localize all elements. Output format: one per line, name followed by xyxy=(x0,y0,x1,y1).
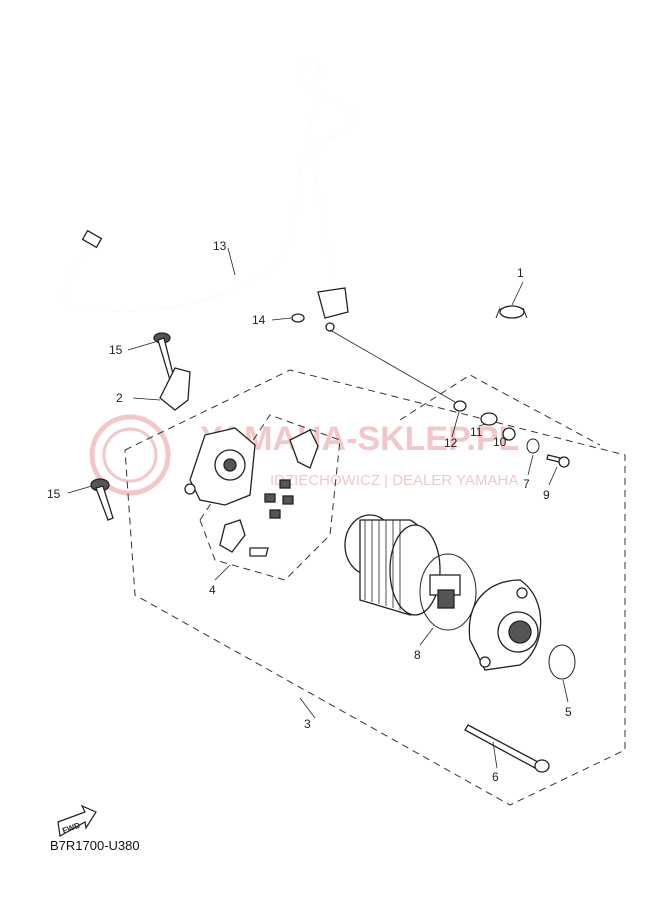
brush-springs xyxy=(264,479,294,519)
callout-5: 5 xyxy=(565,705,572,719)
bolt-15-upper xyxy=(153,332,175,381)
callout-12: 12 xyxy=(444,436,458,450)
callout-13: 13 xyxy=(213,239,227,253)
o-ring-5 xyxy=(548,644,576,680)
callout-6: 6 xyxy=(492,770,499,784)
callout-numbers: 1 2 3 4 5 6 7 8 9 10 11 12 13 14 15 15 xyxy=(47,239,572,784)
bolt-9 xyxy=(546,454,570,468)
bolt-15-lower xyxy=(90,478,114,521)
callout-1: 1 xyxy=(517,266,524,280)
washer-10 xyxy=(502,427,516,441)
washer-12 xyxy=(453,400,467,412)
assembly-outlines xyxy=(124,369,626,806)
callout-15-upper: 15 xyxy=(109,343,123,357)
watermark-dealer: IDZIECHOWICZ | DEALER YAMAHA xyxy=(270,472,518,489)
clamp xyxy=(495,305,528,319)
small-parts-outline xyxy=(399,374,601,446)
callout-7: 7 xyxy=(523,477,530,491)
brush-holder-outline xyxy=(199,414,341,581)
motor-housing xyxy=(344,514,461,616)
o-ring-8 xyxy=(419,553,477,631)
fwd-arrow-badge: FWD xyxy=(57,804,97,837)
callout-15-lower: 15 xyxy=(47,487,61,501)
washer-11 xyxy=(480,412,498,426)
callout-14: 14 xyxy=(252,313,266,327)
callout-8: 8 xyxy=(414,648,421,662)
end-cover xyxy=(184,427,256,506)
callout-11: 11 xyxy=(470,425,483,439)
leader-lines xyxy=(67,247,569,769)
front-cover xyxy=(468,579,542,671)
callout-3: 3 xyxy=(304,717,311,731)
starter-assembly-outline xyxy=(124,369,626,806)
washer-14 xyxy=(291,313,305,323)
bracket xyxy=(159,367,191,411)
long-bolt xyxy=(464,724,550,773)
diagram-code: B7R1700-U380 xyxy=(50,838,140,853)
callout-4: 4 xyxy=(209,583,216,597)
callout-9: 9 xyxy=(543,488,550,502)
brush-holder xyxy=(219,429,319,557)
callout-10: 10 xyxy=(493,435,507,449)
watermark-logo-icon xyxy=(89,414,171,496)
starter-lead-wire xyxy=(63,60,356,332)
callout-2: 2 xyxy=(116,391,123,405)
o-ring-7 xyxy=(526,438,540,454)
